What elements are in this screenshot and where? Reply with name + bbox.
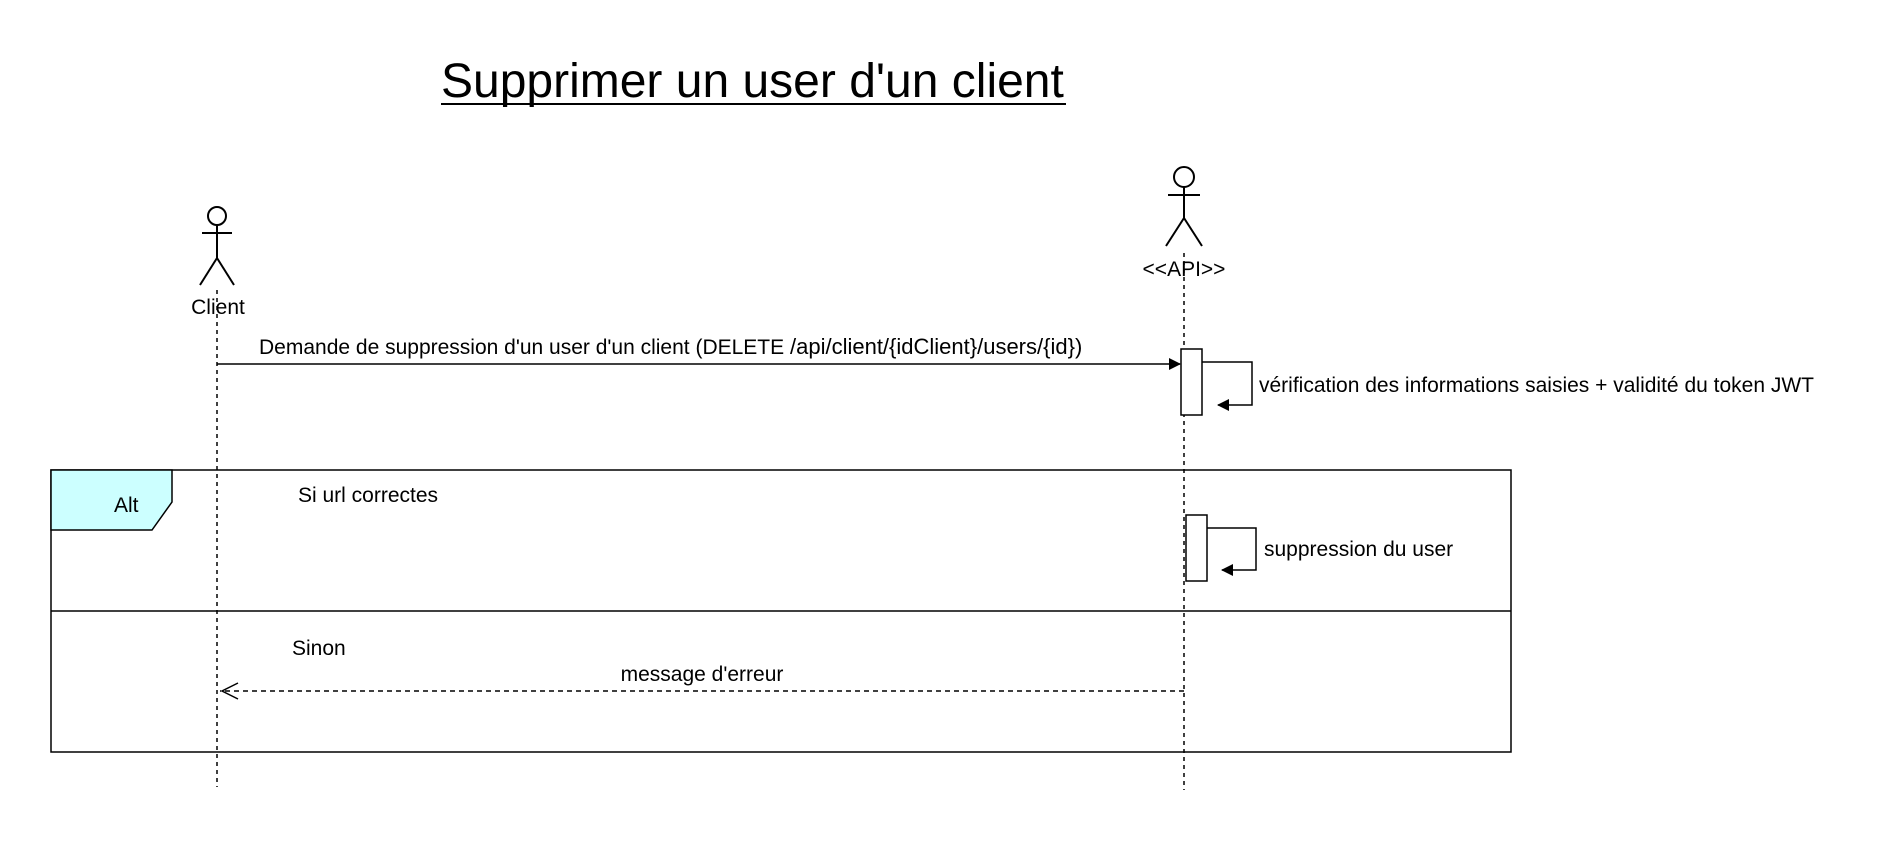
self-message-arrow	[1202, 361, 1253, 411]
message-label-prefix: Demande de suppression d'un user d'un cl…	[259, 336, 790, 359]
actor-head	[207, 206, 227, 226]
alt-guard-if: Si url correctes	[298, 484, 438, 507]
actor-right-leg	[216, 257, 235, 286]
title-text: Supprimer un user d'un client	[441, 55, 1064, 108]
activation-bar	[1180, 348, 1203, 416]
actor-client: Client	[191, 206, 245, 319]
activation-bar	[1185, 514, 1208, 582]
self-message-label: vérification des informations saisies + …	[1259, 374, 1814, 397]
diagram-title: Supprimer un user d'un client	[441, 55, 1066, 108]
message-error-return: message d'erreur	[220, 663, 1184, 700]
actor-head	[1173, 166, 1195, 188]
message-request: Demande de suppression d'un user d'un cl…	[217, 334, 1181, 370]
message-label: Demande de suppression d'un user d'un cl…	[259, 334, 1082, 359]
alt-guard-else: Sinon	[292, 637, 346, 660]
actor-left-leg	[199, 257, 218, 286]
return-message-label: message d'erreur	[621, 663, 784, 686]
self-message-arrow	[1207, 527, 1257, 576]
self-message-verification: vérification des informations saisies + …	[1180, 348, 1814, 416]
alt-tab	[50, 469, 173, 531]
actor-right-leg	[1183, 217, 1203, 247]
self-message-delete: suppression du user	[1185, 514, 1453, 582]
actor-left-leg	[1165, 217, 1185, 247]
self-message-label: suppression du user	[1264, 538, 1453, 561]
alt-keyword: Alt	[114, 494, 139, 517]
message-label-path: /api/client/{idClient}/users/{id})	[790, 334, 1082, 359]
participant-label-client: Client	[191, 296, 245, 319]
alt-fragment: Alt Si url correctes Sinon	[50, 469, 1512, 753]
return-message-arrowhead	[220, 682, 239, 700]
